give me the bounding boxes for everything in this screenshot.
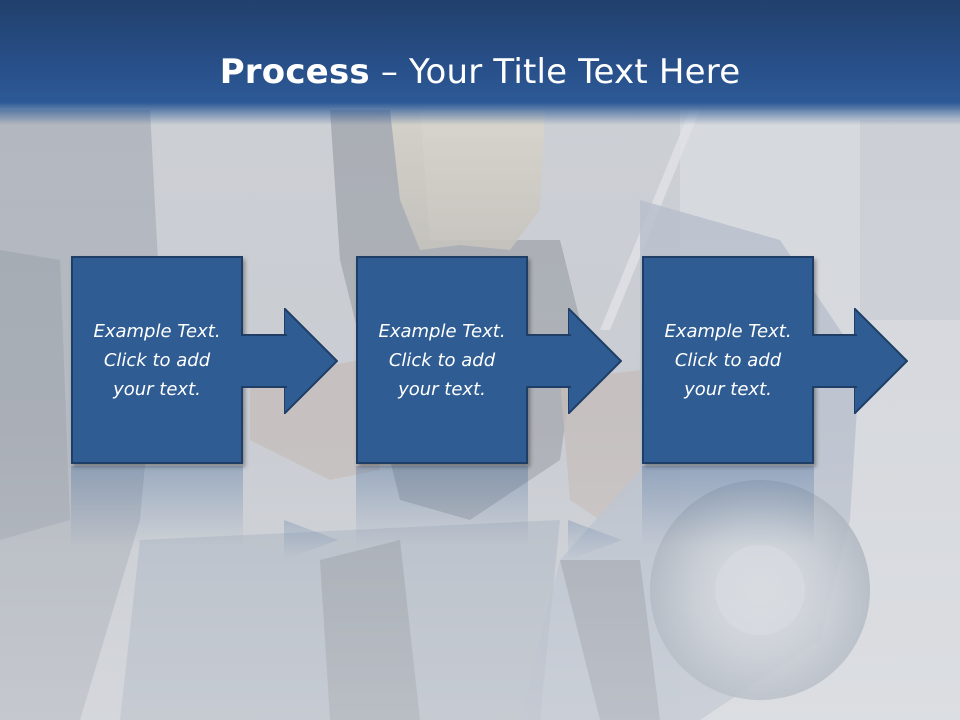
step-2-text[interactable]: Example Text. Click to add your text.: [378, 320, 506, 400]
step-3-text[interactable]: Example Text. Click to add your text.: [664, 320, 792, 400]
process-step-1[interactable]: Example Text. Click to add your text.: [71, 256, 243, 464]
step-1-text[interactable]: Example Text. Click to add your text.: [93, 320, 221, 400]
arrow-right-icon: [854, 308, 908, 414]
slide-title[interactable]: Process – Your Title Text Here: [0, 52, 960, 92]
title-bar: [0, 0, 960, 125]
process-step-2[interactable]: Example Text. Click to add your text.: [356, 256, 528, 464]
arrow-shaft-1: [241, 334, 287, 388]
arrow-shaft-3: [812, 334, 857, 388]
title-rest-text: – Your Title Text Here: [369, 52, 741, 92]
arrow-right-icon: [284, 308, 338, 414]
step-1-reflection: [71, 466, 243, 546]
step-2-reflection: [356, 466, 528, 546]
step-3-reflection: [642, 466, 814, 546]
title-bold-text: Process: [219, 52, 370, 92]
arrow-shaft-2: [526, 334, 571, 388]
process-step-3[interactable]: Example Text. Click to add your text.: [642, 256, 814, 464]
arrow-right-icon: [568, 308, 622, 414]
